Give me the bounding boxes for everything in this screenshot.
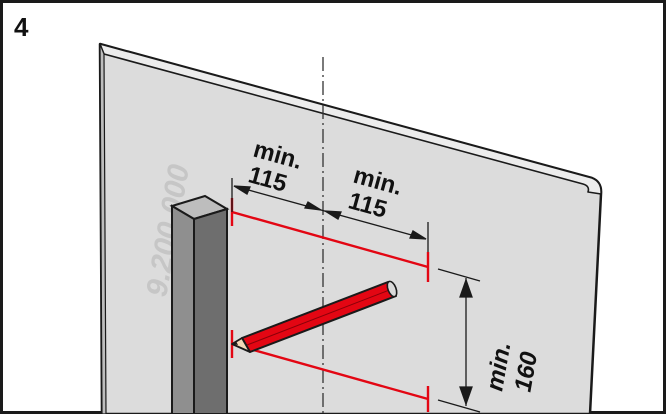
vertical-post [169, 194, 230, 414]
arrow-right-start [324, 210, 342, 220]
arrow-left-end [304, 201, 322, 211]
horizontal-dimension [231, 178, 429, 252]
vertical-dimension [437, 268, 481, 413]
arrow-left-start [233, 185, 251, 195]
upper-marking-line [231, 210, 429, 269]
arrow-right-end [409, 230, 427, 240]
step-number: 4 [14, 12, 29, 42]
pencil [231, 280, 398, 353]
lower-marking-line [231, 342, 429, 401]
arrow-vertical-bottom [459, 386, 473, 406]
arrow-vertical-top [459, 278, 473, 298]
